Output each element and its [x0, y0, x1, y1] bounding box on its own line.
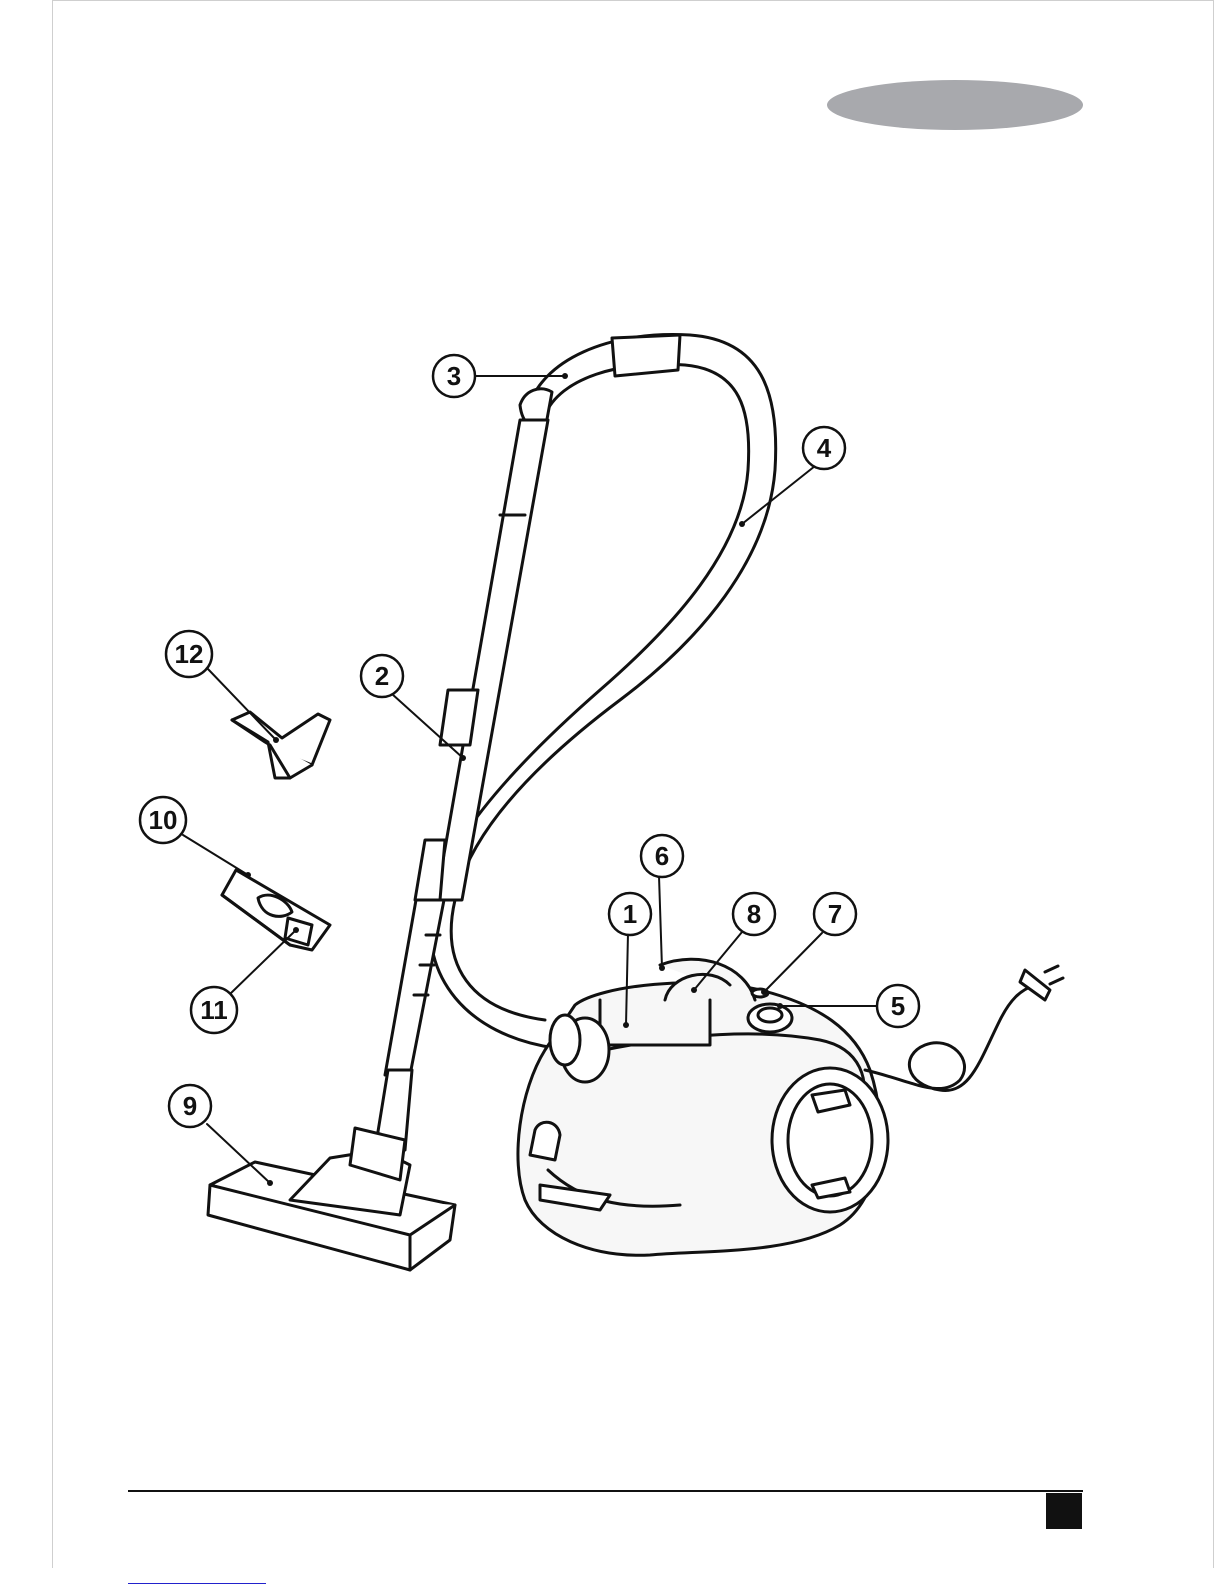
floor-nozzle [208, 1128, 455, 1270]
page-number-marker [1046, 1493, 1082, 1529]
svg-text:1: 1 [623, 899, 637, 929]
callout-1: 1 [609, 893, 651, 935]
hose-handle [520, 335, 680, 430]
svg-text:10: 10 [149, 805, 178, 835]
rear-wheel [772, 1068, 888, 1212]
svg-text:3: 3 [447, 361, 461, 391]
bottom-link-underline [128, 1583, 266, 1584]
svg-text:8: 8 [747, 899, 761, 929]
callout-6: 6 [641, 835, 683, 877]
svg-text:9: 9 [183, 1091, 197, 1121]
footer-rule [128, 1490, 1083, 1492]
callout-4: 4 [803, 427, 845, 469]
callout-2: 2 [361, 655, 403, 697]
svg-text:7: 7 [828, 899, 842, 929]
callout-5: 5 [877, 985, 919, 1027]
svg-text:2: 2 [375, 661, 389, 691]
callout-7: 7 [814, 893, 856, 935]
upholstery-tool [232, 712, 330, 778]
callout-10: 10 [140, 797, 186, 843]
callout-12: 12 [166, 631, 212, 677]
svg-text:5: 5 [891, 991, 905, 1021]
callout-11: 11 [191, 987, 237, 1033]
callout-9: 9 [169, 1085, 211, 1127]
svg-text:6: 6 [655, 841, 669, 871]
svg-text:12: 12 [175, 639, 204, 669]
callout-8: 8 [733, 893, 775, 935]
svg-text:4: 4 [817, 433, 832, 463]
svg-text:11: 11 [200, 995, 228, 1025]
callout-3: 3 [433, 355, 475, 397]
crevice-tool [222, 870, 330, 950]
